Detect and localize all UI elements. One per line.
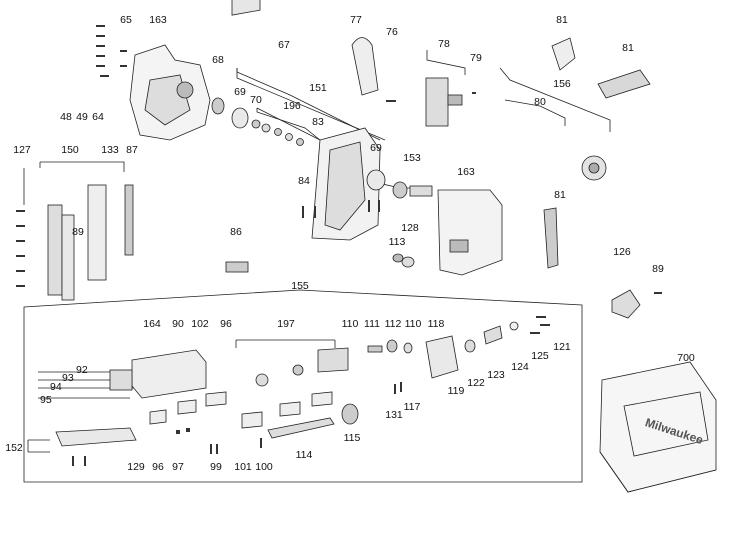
part-114-shaft [267, 417, 335, 439]
callout-114: 114 [295, 448, 313, 461]
callout-110-a: 110 [341, 317, 359, 330]
callout-64: 64 [92, 110, 104, 123]
callout-77: 77 [350, 13, 362, 26]
callout-69-a: 69 [234, 85, 246, 98]
part-69-bearing [231, 107, 249, 129]
callout-128: 128 [401, 221, 419, 234]
part-69-bearing-b [366, 169, 386, 191]
callout-81-c: 81 [554, 188, 566, 201]
part-77-clip [351, 37, 379, 96]
callout-101: 101 [234, 460, 252, 473]
part-68-bushing [211, 97, 225, 115]
callout-89-b: 89 [652, 262, 664, 275]
callout-150: 150 [61, 143, 79, 156]
callout-87: 87 [126, 143, 138, 156]
callout-110-b: 110 [404, 317, 422, 330]
callout-81-b: 81 [622, 41, 634, 54]
callout-100: 100 [255, 460, 273, 473]
callout-151: 151 [309, 81, 327, 94]
callout-99: 99 [210, 460, 222, 473]
callout-152: 152 [5, 441, 23, 454]
callout-97: 97 [172, 460, 184, 473]
callout-89-a: 89 [72, 225, 84, 238]
part-78-switch [425, 77, 449, 127]
part-126-knob [611, 289, 641, 319]
callout-117: 117 [403, 400, 421, 413]
callout-48: 48 [60, 110, 72, 123]
rail-150-b [87, 184, 107, 281]
callout-133: 133 [101, 143, 119, 156]
callout-155: 155 [291, 279, 309, 292]
callout-86: 86 [230, 225, 242, 238]
part-128 [401, 256, 415, 268]
callout-79: 79 [470, 51, 482, 64]
part-67-cover [231, 0, 261, 16]
callout-81-a: 81 [556, 13, 568, 26]
callout-70: 70 [250, 93, 262, 106]
callout-131: 131 [385, 408, 403, 421]
callout-119: 119 [447, 384, 465, 397]
callout-49: 49 [76, 110, 88, 123]
callout-90: 90 [172, 317, 184, 330]
part-86-clip [225, 261, 249, 273]
part-197-bracket [317, 347, 349, 373]
callout-196: 196 [283, 99, 301, 112]
callout-121: 121 [553, 340, 571, 353]
knob-81-a [551, 37, 576, 71]
part-115-gear [341, 403, 359, 425]
callout-126: 126 [613, 245, 631, 258]
callout-83: 83 [312, 115, 324, 128]
part-87-rack [124, 184, 134, 256]
callout-68: 68 [212, 53, 224, 66]
callout-113: 113 [388, 235, 406, 248]
callout-156: 156 [553, 77, 571, 90]
part-92-housing [131, 349, 207, 399]
callout-125: 125 [531, 349, 549, 362]
callout-163-bottom: 163 [457, 165, 475, 178]
callout-153: 153 [403, 151, 421, 164]
callout-164: 164 [143, 317, 161, 330]
part-152-plate [55, 427, 137, 447]
callout-94: 94 [50, 380, 62, 393]
callout-93: 93 [62, 371, 74, 384]
screws [16, 25, 662, 466]
subassembly-155-frame [23, 289, 583, 483]
callout-80: 80 [534, 95, 546, 108]
callout-102: 102 [191, 317, 209, 330]
callout-92: 92 [76, 363, 88, 376]
callout-124: 124 [511, 360, 529, 373]
callout-67: 67 [278, 38, 290, 51]
knob-81-b [597, 69, 651, 99]
callout-700: 700 [677, 351, 695, 364]
callout-96-a: 96 [220, 317, 232, 330]
knob-81-c [543, 207, 559, 269]
rail-150-a [47, 204, 63, 296]
callout-78: 78 [438, 37, 450, 50]
callout-76: 76 [386, 25, 398, 38]
callout-122: 122 [467, 376, 485, 389]
callout-84: 84 [298, 174, 310, 187]
callout-69-b: 69 [370, 141, 382, 154]
leader-156 [499, 67, 611, 132]
callout-115: 115 [343, 431, 361, 444]
callout-96-b: 96 [152, 460, 164, 473]
callout-197: 197 [277, 317, 295, 330]
housing-half-163-bottom [437, 189, 503, 276]
callout-95: 95 [40, 393, 52, 406]
callout-118: 118 [427, 317, 445, 330]
callout-163-top: 163 [149, 13, 167, 26]
callout-111: 111 [364, 317, 380, 330]
callout-127: 127 [13, 143, 31, 156]
callout-65: 65 [120, 13, 132, 26]
callout-112: 112 [384, 317, 402, 330]
callout-129: 129 [127, 460, 145, 473]
callout-123: 123 [487, 368, 505, 381]
part-118-housing [425, 335, 459, 379]
